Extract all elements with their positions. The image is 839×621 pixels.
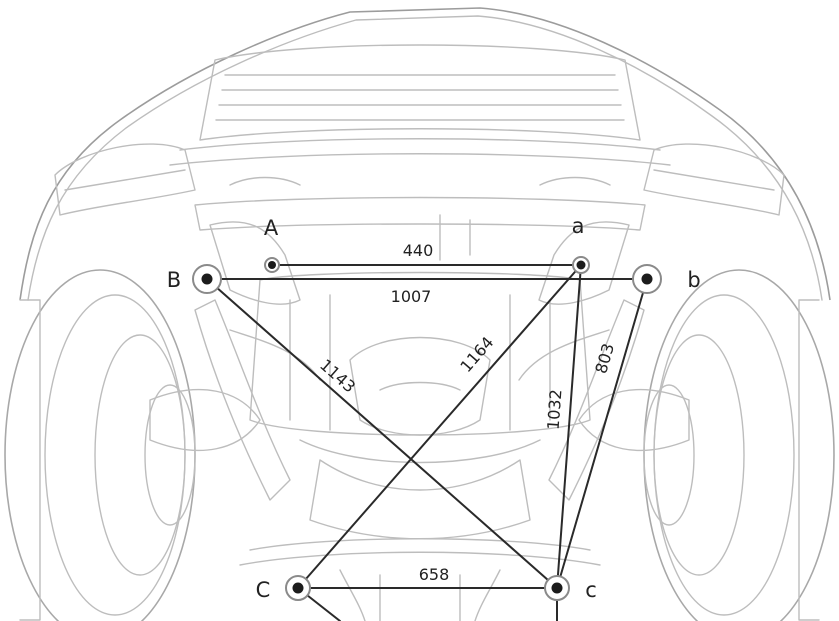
dim-label-C-c: 658	[419, 565, 450, 584]
point-label-A: A	[264, 216, 279, 240]
point-c-marker	[544, 575, 570, 601]
point-labels: A a B b C c	[167, 214, 701, 602]
dim-label-B-c: 1143	[316, 355, 359, 396]
point-label-C: C	[256, 578, 271, 602]
dim-label-B-b: 1007	[391, 287, 432, 306]
dim-label-a-C: 1164	[456, 333, 497, 376]
point-label-b: b	[687, 268, 700, 292]
dim-label-b-c: 803	[591, 341, 618, 376]
dim-label-a-c: 1032	[544, 389, 566, 431]
point-label-c: c	[585, 578, 597, 602]
vehicle-underbody-drawing	[4, 7, 835, 621]
measurement-points	[192, 256, 662, 601]
line-a-c	[556, 264, 582, 589]
point-B-marker	[192, 264, 222, 294]
line-a-C	[297, 264, 582, 589]
line-B-c	[206, 278, 558, 589]
point-label-a: a	[572, 214, 585, 238]
point-C-marker	[285, 575, 311, 601]
line-b-c	[556, 278, 648, 589]
point-b-marker	[632, 264, 662, 294]
dim-label-A-a: 440	[403, 241, 434, 260]
point-label-B: B	[167, 268, 181, 292]
measurement-lines	[206, 264, 648, 621]
point-A-marker	[264, 257, 280, 273]
point-a-marker	[572, 256, 590, 274]
